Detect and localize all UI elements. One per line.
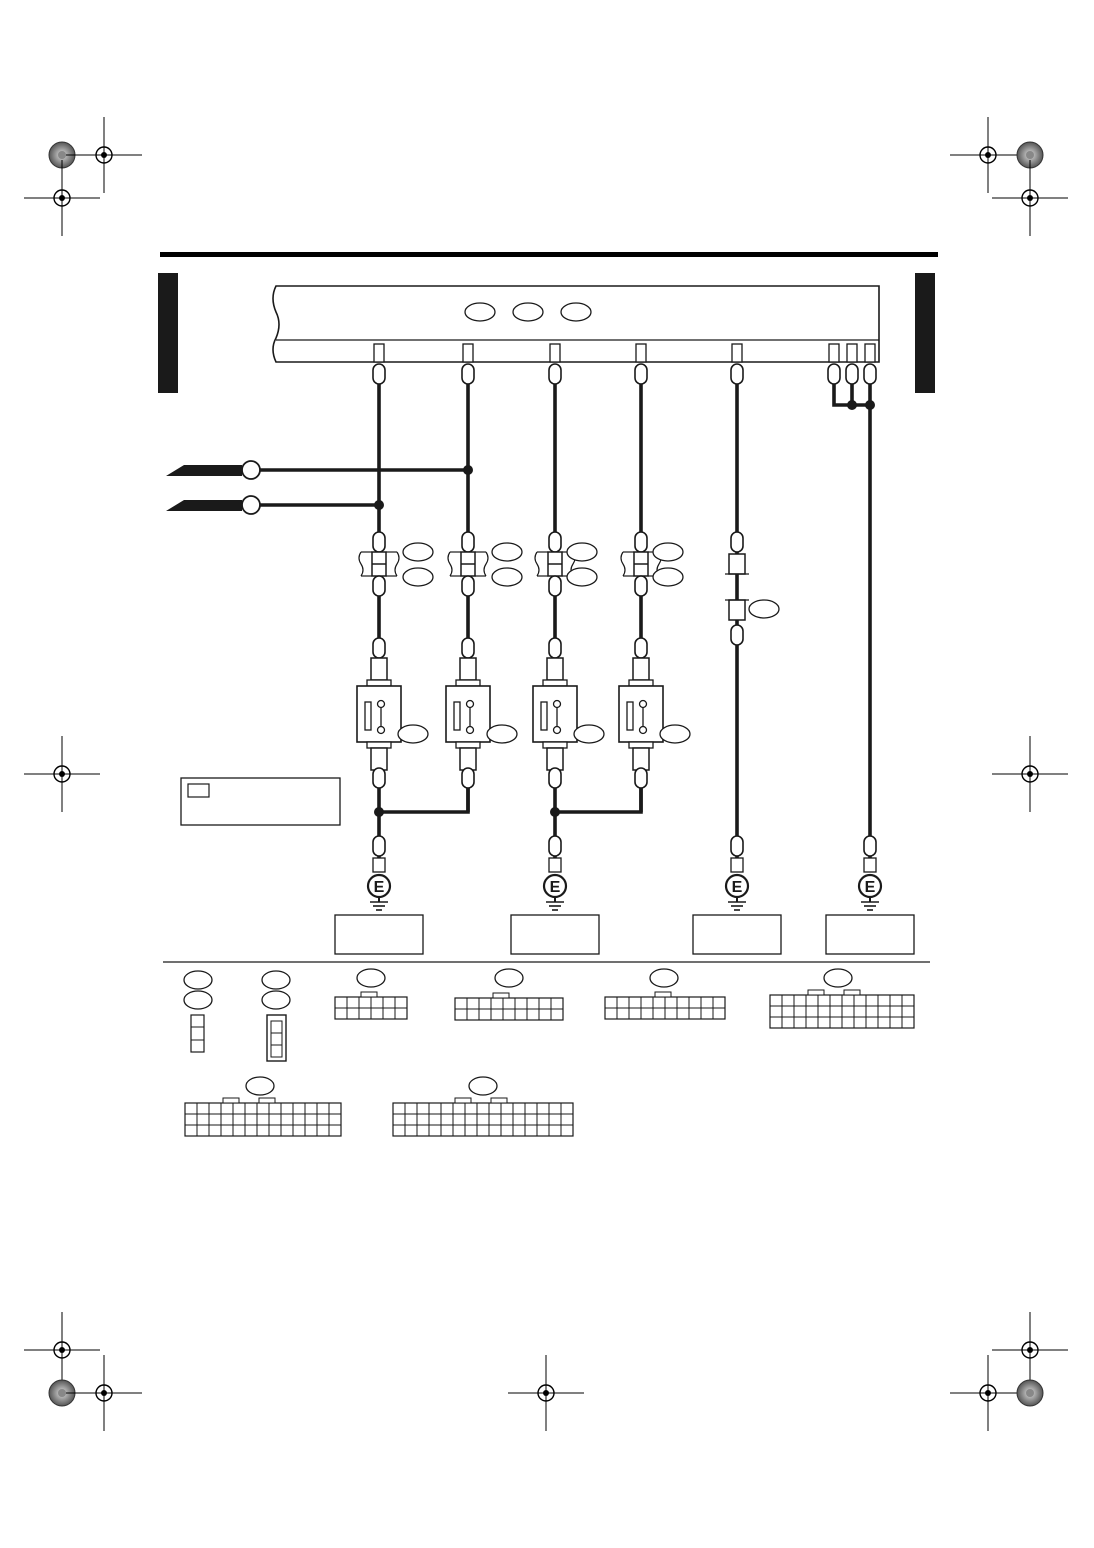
connector-views (183, 968, 915, 1137)
ignition-coil (618, 657, 664, 771)
connector-view (604, 968, 726, 1020)
power-input-terminal (241, 460, 261, 480)
power-inputs (166, 460, 261, 515)
wires (248, 384, 872, 860)
power-input-terminal (241, 495, 261, 515)
crosshair-icon (991, 1311, 1069, 1389)
ecm-connector-oval (512, 302, 544, 322)
inline-connectors (358, 531, 684, 597)
crosshair-icon (991, 159, 1069, 237)
connector-view (454, 968, 564, 1021)
ecm-connector-oval (464, 302, 496, 322)
inline-connector-pair (447, 551, 489, 577)
crosshair-icon (23, 735, 101, 813)
ground-terminal: E (692, 873, 782, 955)
ecm-pin-connectors (372, 343, 877, 385)
connector-view (769, 968, 915, 1029)
ignition-coil (445, 657, 491, 771)
side-tab-left (158, 273, 178, 393)
header-rule (160, 252, 938, 257)
ground-terminal: E (825, 873, 915, 955)
ignition-coil (356, 657, 402, 771)
legend-box (180, 777, 341, 826)
crosshair-icon (991, 735, 1069, 813)
crosshair-icon (23, 159, 101, 237)
ecm-block (272, 285, 880, 363)
connector-view (334, 968, 408, 1020)
connector-view (183, 970, 213, 1053)
crosshair-icon (949, 116, 1027, 194)
connector-view (261, 970, 291, 1062)
ecm-connector-oval (560, 302, 592, 322)
inline-connector-pair (358, 551, 400, 577)
power-input-arrow (166, 465, 242, 476)
ground-icon (366, 873, 392, 912)
side-tab-right (915, 273, 935, 393)
sensor-line-connector (725, 531, 780, 646)
ground-section: E E E E (334, 835, 915, 955)
crosshair-icon (949, 1354, 1027, 1432)
ground-icon (542, 873, 568, 912)
registration-disc-icon (1016, 1379, 1044, 1407)
connector-view (392, 1076, 574, 1137)
ground-terminal: E (510, 873, 600, 955)
ignition-coils (356, 637, 691, 789)
crosshair-icon (23, 1311, 101, 1389)
ground-icon (724, 873, 750, 912)
ground-icon (857, 873, 883, 912)
crosshair-icon (507, 1354, 585, 1432)
crosshair-icon (65, 116, 143, 194)
power-input-arrow (166, 500, 242, 511)
ignition-coil (532, 657, 578, 771)
connector-view (184, 1076, 342, 1137)
junction-dots (374, 400, 875, 817)
ground-terminal: E (334, 873, 424, 955)
crosshair-icon (65, 1354, 143, 1432)
